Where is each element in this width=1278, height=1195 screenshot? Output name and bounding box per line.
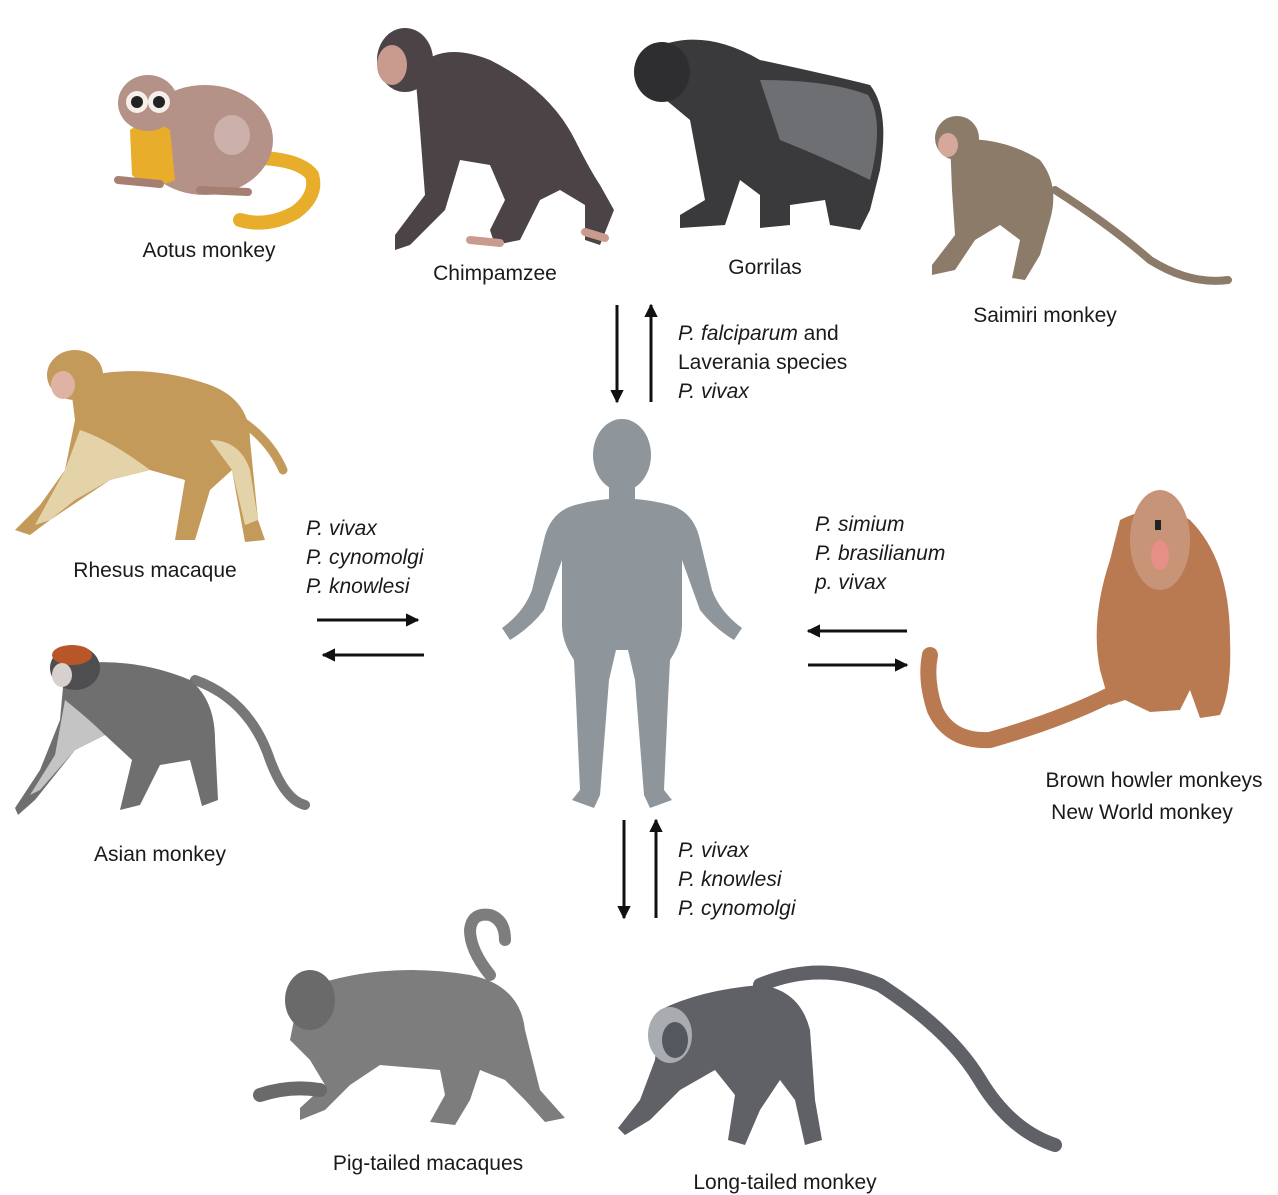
species-bottom-1: P. vivax [678,839,749,862]
species-list-right: P. simium P. brasilianum p. vivax [815,510,945,597]
label-saimiri-monkey: Saimiri monkey [973,303,1117,328]
species-right-1: P. simium [815,513,904,536]
chimpanzee-illustration [377,28,614,250]
pig-tailed-macaque-illustration [260,915,565,1125]
human-figure [502,419,742,808]
asian-monkey-illustration [15,645,305,815]
species-right-2: P. brasilianum [815,542,945,565]
label-asian-monkey: Asian monkey [94,842,226,867]
rhesus-macaque-illustration [15,350,283,542]
label-gorillas: Gorrilas [728,255,802,280]
label-aotus-monkey: Aotus monkey [142,238,275,263]
label-pig-tailed-macaques: Pig-tailed macaques [333,1151,523,1176]
long-tailed-monkey-illustration [618,973,1055,1146]
species-left-2: P. cynomolgi [306,546,424,569]
species-right-3: p. vivax [815,571,886,594]
species-top-connector: and [798,322,839,345]
label-rhesus-macaque: Rhesus macaque [73,558,236,583]
species-list-bottom: P. vivax P. knowlesi P. cynomolgi [678,836,796,923]
species-list-left: P. vivax P. cynomolgi P. knowlesi [306,514,424,601]
species-bottom-2: P. knowlesi [678,868,782,891]
species-left-3: P. knowlesi [306,575,410,598]
saimiri-monkey-illustration [932,116,1228,281]
aotus-monkey-illustration [118,75,313,223]
species-top-2: Laverania species [678,348,847,377]
species-bottom-3: P. cynomolgi [678,897,796,920]
label-new-world-monkey: New World monkey [1051,800,1233,825]
species-top-1: P. falciparum [678,322,798,345]
label-long-tailed-monkey: Long-tailed monkey [693,1170,876,1195]
species-left-1: P. vivax [306,517,377,540]
gorilla-illustration [634,40,883,230]
species-top-3: P. vivax [678,380,749,403]
label-brown-howler-monkeys: Brown howler monkeys [1045,768,1262,793]
label-chimpanzee: Chimpamzee [433,261,557,286]
species-list-top: P. falciparum and Laverania species P. v… [678,319,847,406]
brown-howler-monkey-illustration [928,490,1230,740]
